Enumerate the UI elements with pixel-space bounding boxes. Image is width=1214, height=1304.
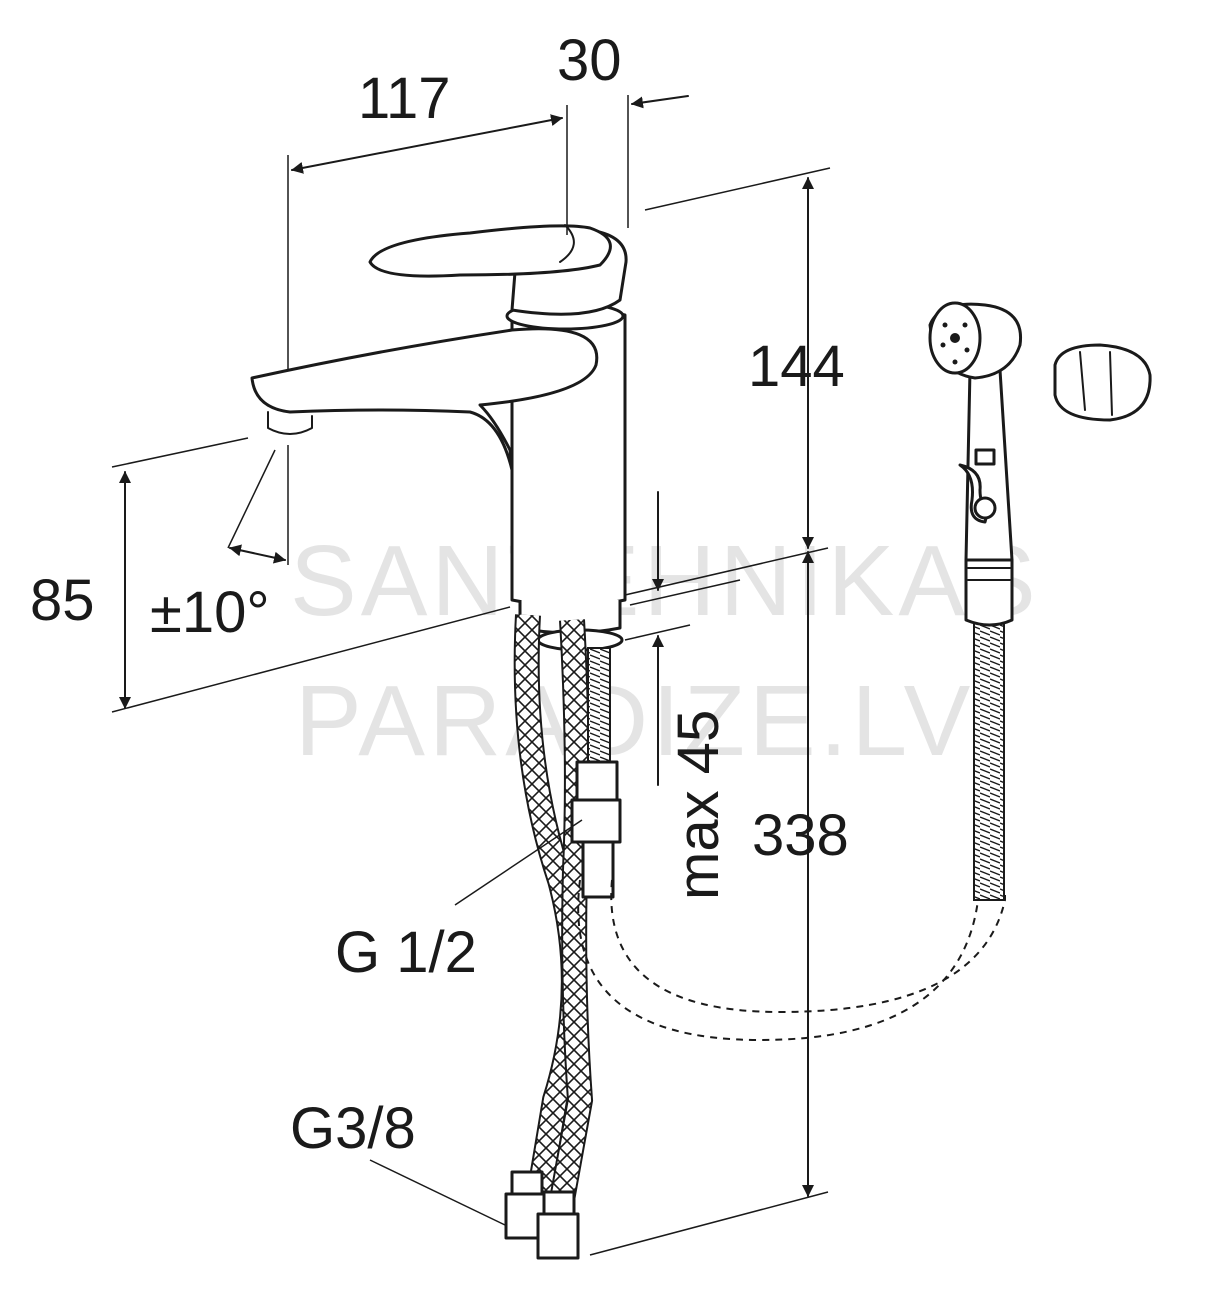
dim-label-85: 85	[30, 568, 95, 633]
dim-label-117: 117	[358, 66, 450, 131]
label-g-3-8: G3/8	[290, 1096, 416, 1161]
dim-label-30: 30	[557, 28, 622, 93]
dim-label-max-45: max 45	[666, 710, 731, 900]
dim-label-338: 338	[752, 803, 849, 868]
supply-hoses	[504, 614, 622, 1260]
dim-label-144: 144	[748, 334, 845, 399]
faucet-body	[250, 224, 628, 652]
dim-label-swivel: ±10°	[150, 580, 270, 645]
shower-holder	[1053, 343, 1152, 422]
label-g-1-2: G 1/2	[335, 920, 477, 985]
hand-shower	[928, 301, 1023, 901]
hose-loop-inner	[577, 879, 979, 1042]
watermark-line-1: SANTEHNIKAS	[290, 525, 1040, 637]
watermark-line-2: PARADIZE.LV	[295, 665, 974, 777]
dimension-lines	[111, 95, 831, 1256]
hose-loop-outer	[610, 879, 1006, 1014]
